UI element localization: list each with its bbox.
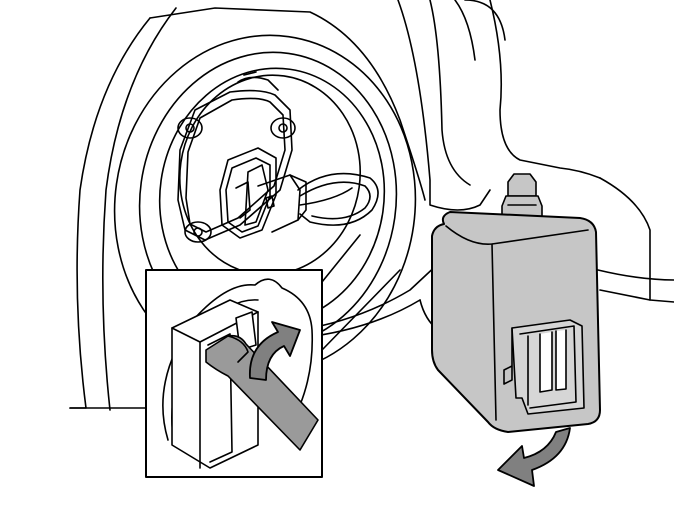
release-tool: [205, 334, 319, 451]
curved-down-arrow-icon: [497, 427, 571, 487]
curved-rotate-arrow-icon: [249, 321, 301, 381]
bulb-holder: [177, 71, 379, 243]
callout-leader: [321, 234, 361, 283]
control-unit: [431, 173, 601, 433]
callout-leader: [321, 269, 401, 351]
detail-inset: [145, 234, 401, 478]
